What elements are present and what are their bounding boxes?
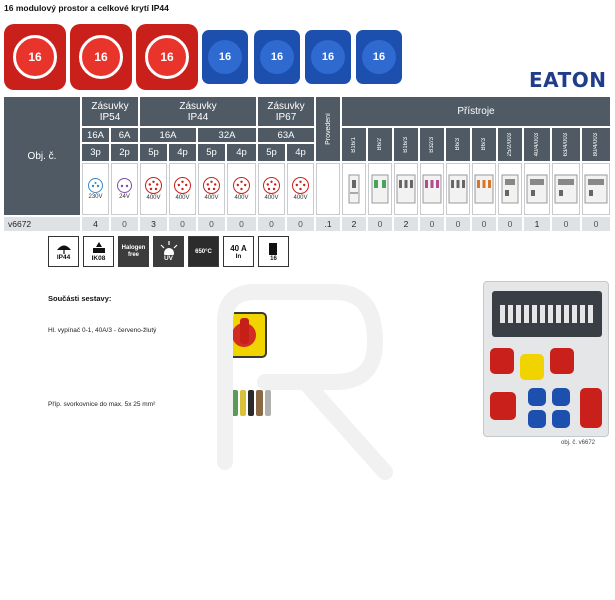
group-header-ip44: Zásuvky IP44 bbox=[140, 97, 256, 126]
device-label: 80/4/003 bbox=[582, 128, 610, 161]
part-terminal-block-label: Příp. svorkovnice do max. 5x 25 mm² bbox=[48, 401, 156, 408]
part-main-switch-label: Hl. vypínač 0-1, 40A/3 - červeno-žlutý bbox=[48, 327, 157, 334]
blue-socket-icon: 16 bbox=[305, 30, 351, 84]
qty-cell: 0 bbox=[472, 217, 496, 231]
qty-cell: 3 bbox=[140, 217, 167, 231]
qty-cell: 0 bbox=[258, 217, 285, 231]
device-label: B6/3 bbox=[446, 128, 470, 161]
qty-cell: 0 bbox=[420, 217, 444, 231]
qty-cell: 2 bbox=[394, 217, 418, 231]
poles-cell: 3p bbox=[82, 144, 109, 161]
breaker-3p-icon bbox=[472, 163, 496, 215]
eaton-logo: EATON bbox=[529, 68, 607, 92]
rain-protection-icon: IP44 bbox=[48, 236, 79, 267]
blue-socket-icon: 16 bbox=[254, 30, 300, 84]
socket-pin-icon: 400V bbox=[287, 163, 314, 215]
breaker-3p-icon bbox=[394, 163, 418, 215]
device-label: B16/1 bbox=[342, 128, 366, 161]
qty-cell: 0 bbox=[198, 217, 225, 231]
current-cell: 32A bbox=[198, 128, 256, 142]
halogen-free-icon: Halogen free bbox=[118, 236, 149, 267]
socket-pin-icon: 230V bbox=[82, 163, 109, 215]
rcd-icon bbox=[552, 163, 580, 215]
flame-icon: 650°C bbox=[188, 236, 219, 267]
provedeni-header: Provedení bbox=[316, 97, 340, 161]
qty-cell: 4 bbox=[82, 217, 109, 231]
qty-cell: 0 bbox=[552, 217, 580, 231]
socket-pin-icon: 400V bbox=[140, 163, 167, 215]
obj-number-header: Obj. č. bbox=[4, 97, 80, 215]
socket-pin-icon: 400V bbox=[227, 163, 256, 215]
red-socket-icon: 16 bbox=[4, 24, 66, 90]
page-title: 16 modulový prostor a celkové krytí IP44 bbox=[4, 3, 169, 13]
watermark-icon bbox=[217, 284, 393, 480]
rcd-icon bbox=[498, 163, 522, 215]
current-cell: 63A bbox=[258, 128, 314, 142]
qty-cell: 0 bbox=[446, 217, 470, 231]
qty-cell: .1 bbox=[316, 217, 340, 231]
poles-cell: 4p bbox=[287, 144, 314, 161]
breaker-1p-icon bbox=[342, 163, 366, 215]
parts-heading: Součásti sestavy: bbox=[48, 294, 112, 303]
module-icon: 16 bbox=[258, 236, 289, 267]
socket-pin-icon: 400V bbox=[258, 163, 285, 215]
enclosure-photo bbox=[483, 281, 609, 437]
group-header-ip54: Zásuvky IP54 bbox=[82, 97, 138, 126]
red-socket-icon: 16 bbox=[136, 24, 198, 90]
product-table: Obj. č. Zásuvky IP54 Zásuvky IP44 Zásuvk… bbox=[4, 97, 610, 233]
breaker-3p-icon bbox=[420, 163, 444, 215]
impact-icon: IK08 bbox=[83, 236, 114, 267]
device-label: B6/2 bbox=[368, 128, 392, 161]
device-label: 25/2/003 bbox=[498, 128, 522, 161]
poles-cell: 5p bbox=[198, 144, 225, 161]
device-label: B6/3 bbox=[472, 128, 496, 161]
socket-icon-row: 16 16 16 16 16 16 16 bbox=[4, 24, 404, 94]
device-label: B32/3 bbox=[420, 128, 444, 161]
socket-pin-icon: 400V bbox=[169, 163, 196, 215]
qty-cell: 0 bbox=[582, 217, 610, 231]
pristroje-header: Přístroje bbox=[342, 97, 610, 126]
poles-cell: 4p bbox=[169, 144, 196, 161]
qty-cell: 2 bbox=[342, 217, 366, 231]
poles-cell: 5p bbox=[140, 144, 167, 161]
group-header-ip67: Zásuvky IP67 bbox=[258, 97, 314, 126]
socket-pin-icon: 400V bbox=[198, 163, 225, 215]
device-label: B16/3 bbox=[394, 128, 418, 161]
current-cell: 6A bbox=[111, 128, 138, 142]
qty-cell: 0 bbox=[227, 217, 256, 231]
product-code: v6672 bbox=[4, 217, 80, 231]
blue-socket-icon: 16 bbox=[202, 30, 248, 84]
provedeni-icon-cell bbox=[316, 163, 340, 215]
poles-cell: 5p bbox=[258, 144, 285, 161]
qty-cell: 0 bbox=[111, 217, 138, 231]
qty-cell: 0 bbox=[169, 217, 196, 231]
qty-cell: 0 bbox=[368, 217, 392, 231]
poles-cell: 4p bbox=[227, 144, 256, 161]
qty-cell: 1 bbox=[524, 217, 550, 231]
photo-caption: obj. č. v6672 bbox=[561, 440, 596, 446]
breaker-2p-icon bbox=[368, 163, 392, 215]
current-cell: 16A bbox=[140, 128, 196, 142]
qty-cell: 0 bbox=[287, 217, 314, 231]
breaker-3p-icon bbox=[446, 163, 470, 215]
qty-cell: 0 bbox=[498, 217, 522, 231]
red-socket-icon: 16 bbox=[70, 24, 132, 90]
rcd-icon bbox=[582, 163, 610, 215]
rcd-icon bbox=[524, 163, 550, 215]
blue-socket-icon: 16 bbox=[356, 30, 402, 84]
socket-pin-icon: 24V bbox=[111, 163, 138, 215]
device-label: 63/4/003 bbox=[552, 128, 580, 161]
current-cell: 16A bbox=[82, 128, 109, 142]
poles-cell: 2p bbox=[111, 144, 138, 161]
device-label: 40/4/003 bbox=[524, 128, 550, 161]
uv-sun-icon: UV bbox=[153, 236, 184, 267]
current-icon: 40 A In bbox=[223, 236, 254, 267]
